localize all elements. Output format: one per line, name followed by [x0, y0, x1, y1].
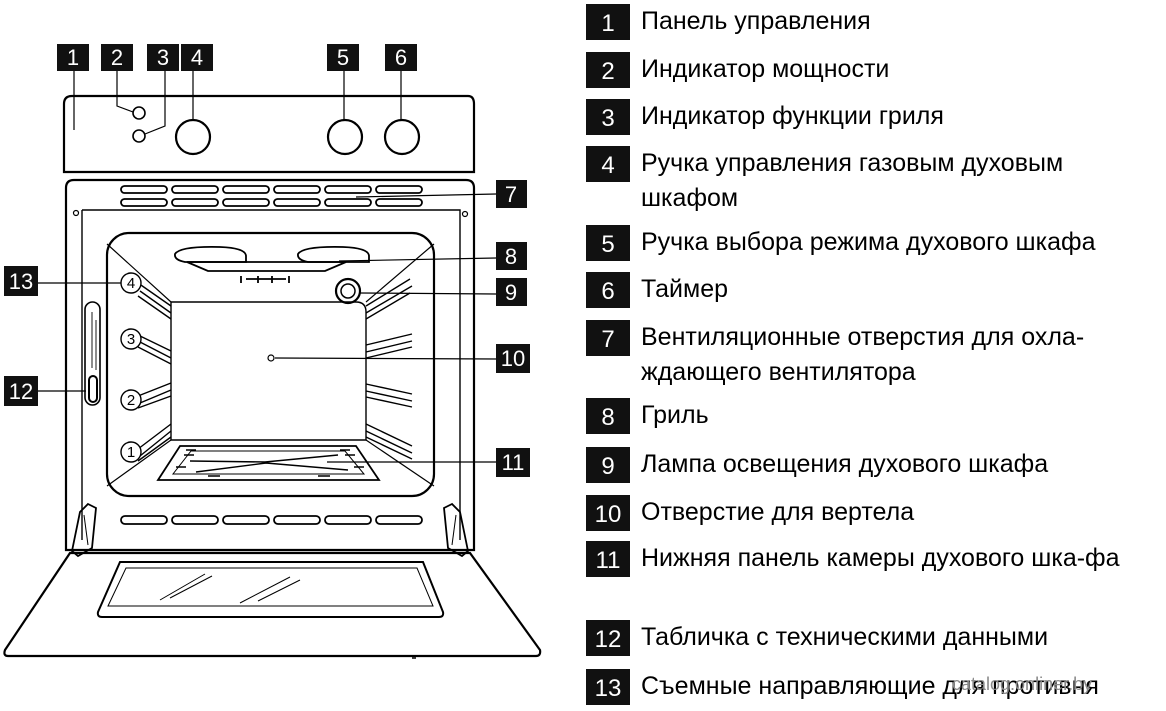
svg-text:2: 2 — [111, 45, 123, 70]
legend-text: Отверстие для вертела — [641, 498, 915, 526]
svg-text:11: 11 — [502, 450, 525, 475]
legend-number: 9 — [586, 447, 630, 483]
spit-hole — [267, 354, 275, 362]
rating-plate — [84, 301, 101, 406]
legend-number: 11 — [586, 541, 630, 577]
rack-level-4: 4 — [127, 275, 135, 292]
svg-text:7: 7 — [505, 182, 517, 207]
callout-6: 6 — [385, 44, 417, 71]
oven-diagram: 4 3 2 1 — [3, 44, 542, 659]
callout-11: 11 — [496, 448, 530, 477]
legend-number: 3 — [586, 99, 630, 135]
door-hinges — [71, 502, 469, 558]
control-panel — [62, 94, 476, 174]
legend-number: 10 — [586, 495, 630, 531]
callout-7: 7 — [496, 180, 527, 208]
legend-text: Ручка управления газовым духовым шкафом — [641, 149, 1064, 212]
rack-level-3: 3 — [127, 331, 135, 348]
svg-text:9: 9 — [505, 280, 517, 305]
callout-2: 2 — [101, 44, 133, 71]
legend-number: 13 — [586, 669, 630, 705]
oven-lamp — [334, 277, 362, 305]
svg-text:13: 13 — [9, 269, 33, 294]
rack-rails-left — [137, 282, 172, 462]
gas-oven-knob — [174, 118, 212, 156]
legend-text: Панель управления — [641, 7, 871, 35]
grill-element — [174, 245, 370, 283]
legend-text: Индикатор функции гриля — [641, 102, 944, 130]
callout-13: 13 — [4, 266, 38, 296]
grill-indicator — [132, 129, 146, 143]
callout-8: 8 — [496, 242, 527, 270]
legend-number: 8 — [586, 398, 630, 434]
legend-text: Лампа освещения духового шкафа — [641, 450, 1049, 478]
svg-text:8: 8 — [505, 244, 517, 269]
legend-text: Табличка с техническими данными — [641, 623, 1049, 651]
oven-cavity — [105, 231, 436, 498]
legend-number: 12 — [586, 620, 630, 656]
legend-number: 7 — [586, 320, 630, 356]
rack-level-2: 2 — [127, 392, 135, 409]
legend-text: Съемные направляющие для противня — [641, 672, 1099, 700]
callout-3: 3 — [147, 44, 179, 71]
vent-slots-bottom — [120, 515, 423, 525]
rack-level-1: 1 — [127, 444, 135, 461]
legend-number: 4 — [586, 146, 630, 182]
svg-text:6: 6 — [395, 45, 407, 70]
legend-text: Индикатор мощности — [641, 55, 890, 83]
svg-text:4: 4 — [191, 45, 203, 70]
callout-1: 1 — [57, 44, 89, 71]
svg-text:5: 5 — [337, 45, 349, 70]
callout-5: 5 — [327, 44, 359, 71]
vent-slots-top — [120, 185, 423, 207]
legend-number: 1 — [586, 4, 630, 40]
rack-rails-right — [365, 278, 413, 460]
svg-text:1: 1 — [67, 45, 79, 70]
legend-text: Вентиляционные отверстия для охла-ждающе… — [641, 323, 1085, 386]
callout-12: 12 — [4, 376, 38, 406]
callout-9: 9 — [496, 278, 527, 306]
oven-door — [3, 551, 542, 659]
svg-text:12: 12 — [9, 379, 33, 404]
legend-text: Гриль — [641, 401, 709, 429]
callout-10: 10 — [496, 344, 530, 373]
legend-number: 2 — [586, 52, 630, 88]
oven-body — [64, 178, 476, 552]
legend-number: 6 — [586, 272, 630, 308]
leader-lines — [38, 69, 499, 463]
rack-level-labels: 4 3 2 1 — [120, 272, 142, 463]
svg-text:3: 3 — [157, 45, 169, 70]
watermark: catalog.onliner.by — [952, 674, 1093, 694]
power-indicator — [132, 106, 146, 120]
mode-knob — [326, 118, 364, 156]
legend-text: Нижняя панель камеры духового шка-фа — [641, 544, 1120, 572]
legend-text: Таймер — [641, 275, 729, 303]
svg-text:10: 10 — [501, 346, 525, 371]
timer-knob — [383, 118, 421, 156]
legend-number: 5 — [586, 225, 630, 261]
cavity-bottom-panel — [156, 445, 381, 481]
legend-text: Ручка выбора режима духового шкафа — [641, 228, 1096, 256]
callout-4: 4 — [181, 44, 213, 71]
